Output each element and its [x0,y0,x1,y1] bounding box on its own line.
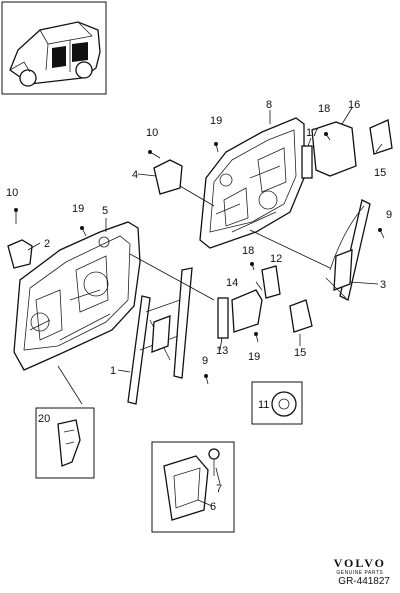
lock-bracket-14 [231,289,263,333]
part-20-box [35,407,95,479]
callout-19-bottom: 19 [248,351,260,363]
vehicle-thumbnail [1,1,107,95]
callout-17: 17 [306,127,318,139]
bracket-12 [261,265,281,299]
callout-9-right: 9 [386,209,392,221]
callout-19-left: 19 [72,203,84,215]
brand-tagline: GENUINE PARTS [336,570,384,576]
callout-1: 1 [110,365,116,377]
brand-name: VOLVO [333,556,386,570]
latch-15-top [369,119,393,155]
bracket-2 [7,239,33,269]
callout-4: 4 [132,169,138,181]
door-module-panel-left [13,221,141,371]
latch-15-bottom [289,299,313,333]
callout-9-left: 9 [202,355,208,367]
callout-14: 14 [226,277,238,289]
bracket-4 [153,159,183,195]
callout-10-top: 10 [146,127,158,139]
callout-labels: 1 2 3 4 5 6 7 8 9 9 10 10 11 12 13 14 15… [6,99,392,513]
callout-7: 7 [216,483,222,495]
callout-18-top: 18 [318,103,330,115]
callout-2: 2 [44,238,50,250]
guide-strip [217,297,229,339]
reference-number: GR-441827 [338,576,390,587]
callout-16: 16 [348,99,360,111]
window-regulator-left [127,267,193,405]
brand-logo: VOLVO GENUINE PARTS [334,556,386,576]
callout-12: 12 [270,253,282,265]
lock-assembly-16 [311,121,357,177]
callout-5: 5 [102,205,108,217]
leader-lines [27,107,383,507]
callout-19-top: 19 [210,115,222,127]
callout-10-left: 10 [6,187,18,199]
window-regulator-right [325,199,371,301]
part-6-7-box [151,441,235,533]
callout-13: 13 [216,345,228,357]
callout-8: 8 [266,99,272,111]
part-11-box [251,381,303,425]
callout-6: 6 [210,501,216,513]
door-module-panel-right [199,117,305,249]
callout-20: 20 [38,413,50,425]
callout-11: 11 [258,399,269,411]
callout-15-top: 15 [374,167,386,179]
fasteners [14,132,385,385]
seal-17 [301,145,313,179]
callout-3: 3 [380,279,386,291]
callout-15-bottom: 15 [294,347,306,359]
callout-18-bottom: 18 [242,245,254,257]
